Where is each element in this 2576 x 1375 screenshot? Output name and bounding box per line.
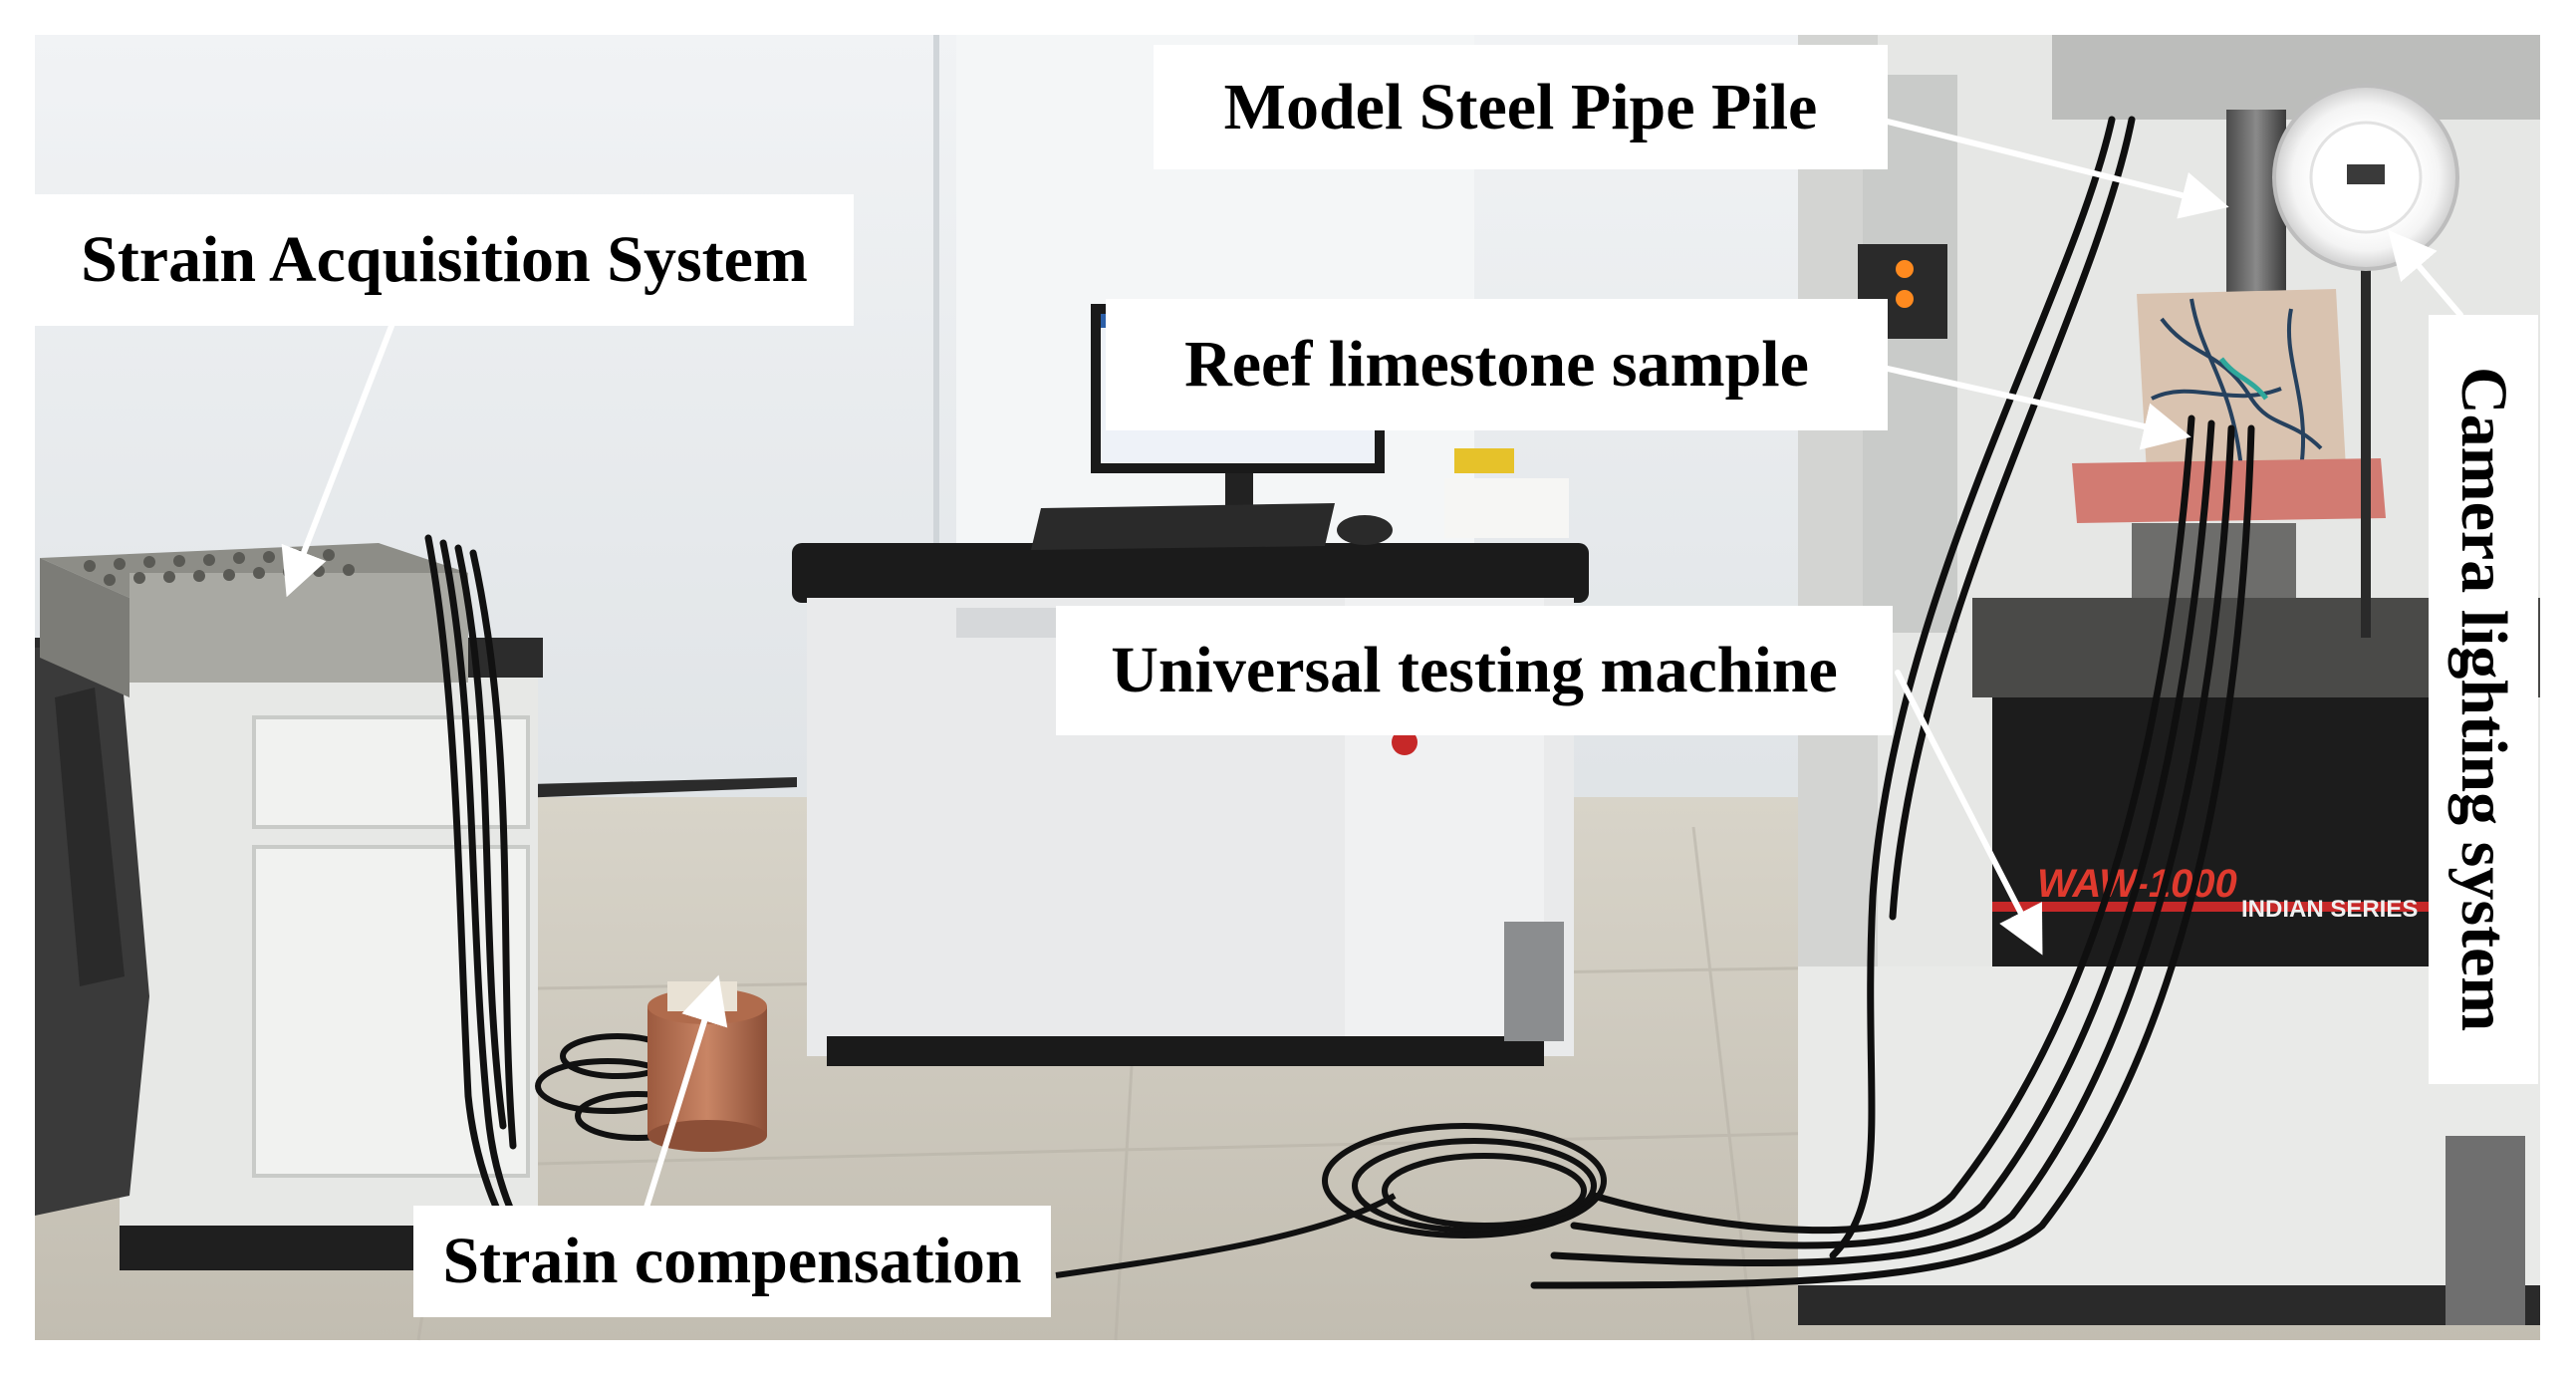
label-model-steel-pipe-pile: Model Steel Pipe Pile — [1154, 45, 1888, 169]
label-reef-limestone-sample: Reef limestone sample — [1106, 299, 1888, 430]
label-strain-compensation: Strain compensation — [413, 1206, 1051, 1317]
machine-series-text: INDIAN SERIES — [2241, 896, 2418, 923]
label-strain-acquisition-system: Strain Acquisition System — [35, 194, 854, 326]
label-camera-lighting-system: Camera lighting system — [2429, 315, 2538, 1084]
label-universal-testing-machine: Universal testing machine — [1056, 606, 1893, 735]
